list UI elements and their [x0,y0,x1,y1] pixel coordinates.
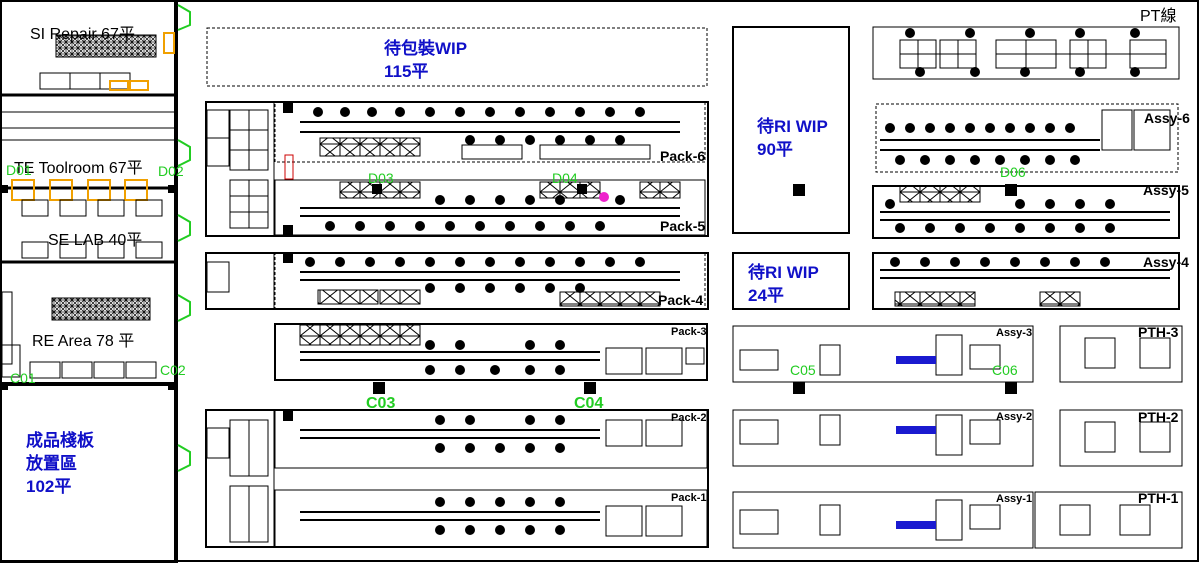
door-d01-label: D01 [6,162,32,178]
assy-2-label: Assy-2 [996,411,1033,423]
pack-wip-area-line1: 待包裝WIP [384,39,468,58]
finished-pallet-area-line1: 成品棧板 [26,431,94,450]
pack-wip-area-line2: 115平 [384,62,429,81]
pack-3-label: Pack-3 [671,326,707,338]
pack-1-label: Pack-1 [671,492,707,504]
door-symbols [177,4,191,472]
door-c04-label: C04 [574,395,604,412]
pack-4-label: Pack-4 [658,292,704,308]
assy-6-label: Assy-6 [1144,110,1190,126]
re-area-label: RE Area 78 平 [32,333,135,350]
se-lab-label: SE LAB 40平 [48,232,143,249]
door-d03-label: D03 [368,170,394,186]
assy-5-label: Assy-5 [1143,182,1189,198]
pth-2-label: PTH-2 [1138,409,1179,425]
si-repair-label: SI Repair 67平 [30,26,135,43]
left-wing [0,32,176,386]
assy-3-label: Assy-3 [996,327,1033,339]
door-d04-label: D04 [552,170,578,186]
door-c01-label: C01 [10,370,36,386]
pth-3-label: PTH-3 [1138,324,1179,340]
door-c05-label: C05 [790,362,816,378]
columns [0,103,1017,421]
finished-pallet-area-line3: 102平 [26,477,72,496]
te-toolroom-label: TE Toolroom 67平 [14,160,143,177]
ri-wip-24-line1: 待RI WIP [748,263,819,282]
door-d06-label: D06 [1000,164,1026,180]
door-d02-label: D02 [158,163,184,179]
ri-wip-90-line1: 待RI WIP [757,117,828,136]
pack-5-label: Pack-5 [660,218,706,234]
pt-line-label: PT線 [1140,8,1177,25]
door-c03-label: C03 [366,395,396,412]
pack-2-label: Pack-2 [671,412,707,424]
door-c06-label: C06 [992,362,1018,378]
finished-pallet-area-line2: 放置區 [26,454,77,473]
assy-1-label: Assy-1 [996,493,1033,505]
door-c02-label: C02 [160,362,186,378]
workstations [305,107,645,535]
pth-1-label: PTH-1 [1138,490,1179,506]
ri-wip-90-line2: 90平 [757,140,793,159]
assy-4-label: Assy-4 [1143,254,1189,270]
pack-6-label: Pack-6 [660,148,706,164]
ri-wip-24-line2: 24平 [748,286,784,305]
